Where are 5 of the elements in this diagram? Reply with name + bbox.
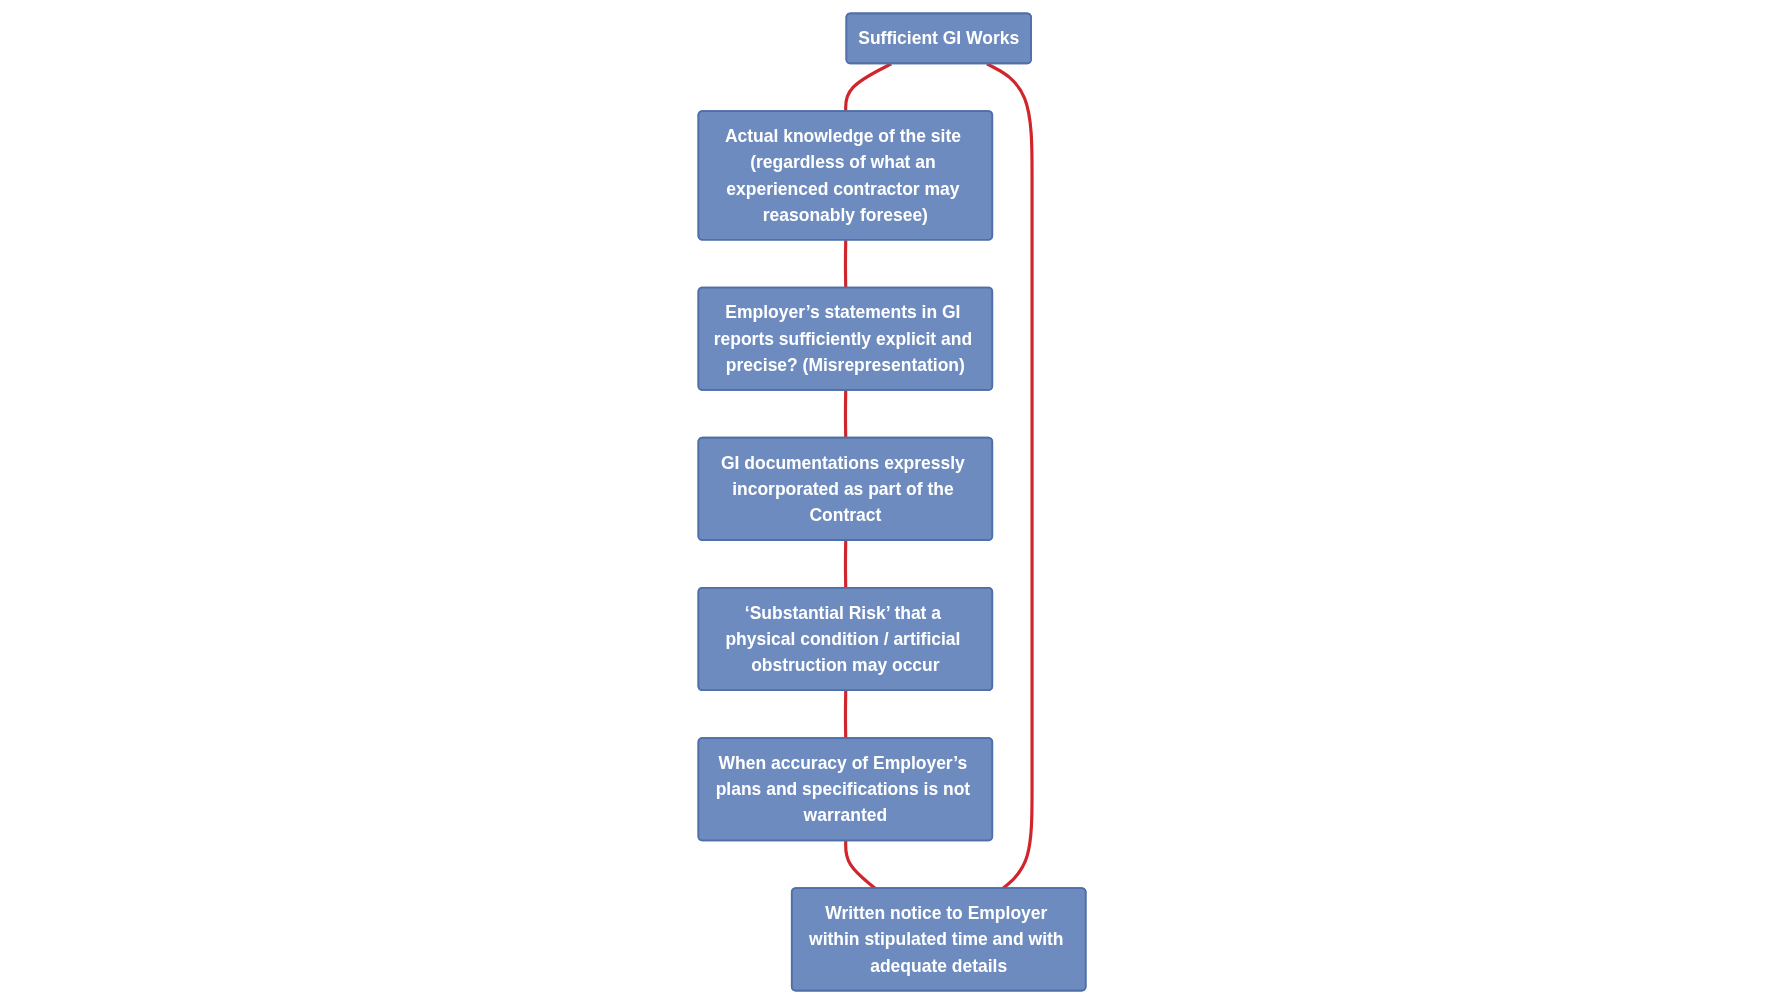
connector (844, 389, 848, 438)
connector (844, 239, 848, 288)
connector (844, 61, 893, 111)
connector (844, 690, 848, 738)
connector (844, 540, 848, 588)
